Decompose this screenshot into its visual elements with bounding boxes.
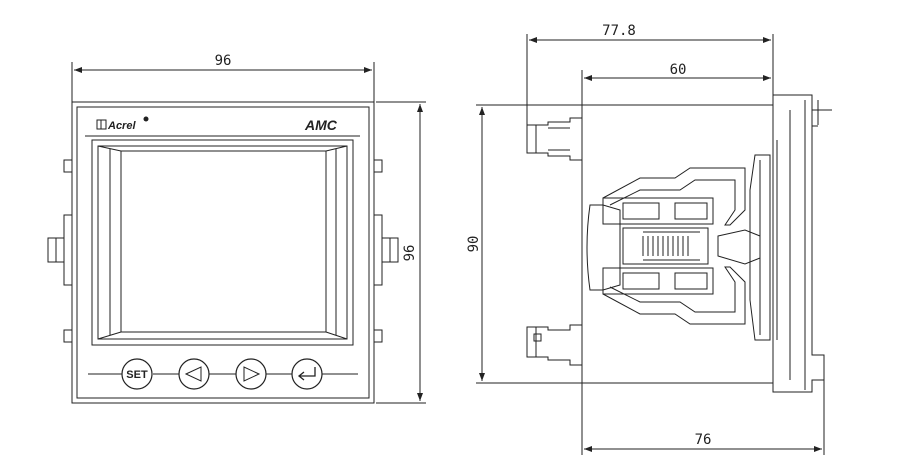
key-set-button[interactable]: SET [121,358,153,390]
side-height-label: 90 [466,236,482,253]
front-view [47,62,426,404]
front-width-dimension [71,62,375,102]
side-height-dimension [476,104,582,384]
arrow-left-icon [184,366,202,382]
front-inner-frame [76,106,370,399]
bottom-terminal-connector [526,324,583,366]
mounting-clamp [586,154,771,341]
overall-depth-label: 77.8 [602,23,636,39]
top-terminal-connector [526,117,583,161]
front-panel-flange [772,94,825,393]
bottom-depth-label: 76 [695,432,712,448]
arrow-right-icon [243,366,261,382]
key-enter-button[interactable] [291,358,323,390]
right-mounting-clips [373,159,399,343]
enter-icon [297,367,316,381]
brand-logo: Acrel [96,116,149,132]
key-right-button[interactable] [235,358,267,390]
display-screen [120,150,327,333]
front-height-label: 96 [402,245,418,262]
bottom-depth-dimension [581,372,825,455]
body-depth-label: 60 [670,62,687,78]
side-view [476,34,832,455]
key-set-label: SET [126,369,148,381]
body-depth-dimension [581,70,771,105]
brand-logo-text: Acrel [107,120,136,132]
left-mounting-clips [47,159,73,343]
front-bezel [71,101,375,404]
model-label: AMC [304,117,338,133]
key-left-button[interactable] [178,358,210,390]
front-height-dimension [376,101,426,404]
overall-depth-dimension [526,34,774,132]
front-width-label: 96 [215,53,232,69]
display-bezel [91,139,354,346]
